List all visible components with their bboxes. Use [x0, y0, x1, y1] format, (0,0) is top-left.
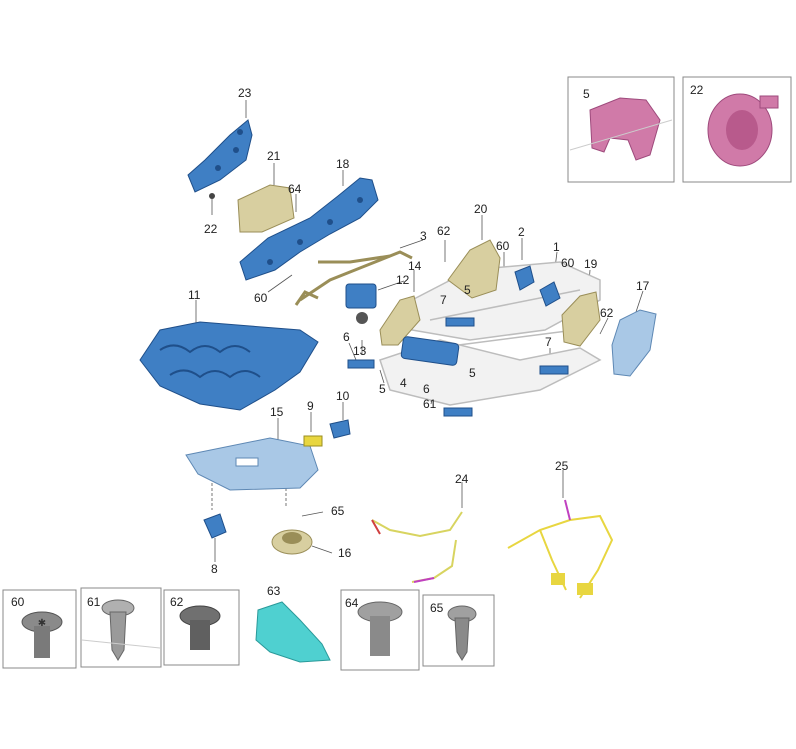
- part-12-motor: [345, 283, 377, 324]
- part-11-cushion-mat: [139, 321, 319, 411]
- callout-7-a: 7: [440, 293, 447, 307]
- part-3-wire-frame: [294, 250, 413, 306]
- callout-9: 9: [307, 399, 314, 413]
- part-8-bracket: [203, 513, 227, 539]
- screw-label-61: 61: [87, 595, 101, 609]
- part-23-side-trim: [187, 119, 253, 193]
- part-24-wire-harness: [371, 511, 463, 583]
- callout-18: 18: [336, 157, 350, 171]
- callout-20: 20: [474, 202, 488, 216]
- callout-5-c: 5: [469, 366, 476, 380]
- callout-11: 11: [188, 288, 201, 302]
- part-4-adjuster: [400, 336, 460, 366]
- part-6-slide-bottom: [443, 407, 473, 417]
- callout-60-b: 60: [496, 239, 510, 253]
- part-18-side-shield: [239, 177, 379, 281]
- callout-3: 3: [420, 229, 427, 243]
- callout-60-c: 60: [561, 256, 575, 270]
- callout-4: 4: [400, 376, 407, 390]
- part-25-wire-harness: [507, 499, 614, 599]
- callout-23: 23: [238, 86, 252, 100]
- callout-8: 8: [211, 562, 218, 576]
- callout-13: 13: [353, 344, 367, 358]
- callout-61: 61: [423, 397, 437, 411]
- screw-label-64: 64: [345, 596, 359, 610]
- screw-label-63: 63: [267, 584, 281, 598]
- callout-7-b: 7: [545, 335, 552, 349]
- callout-24: 24: [455, 472, 469, 486]
- callout-62-a: 62: [437, 224, 451, 238]
- callout-17: 17: [636, 279, 650, 293]
- callout-6-a: 6: [343, 330, 350, 344]
- part-7-slide-top: [445, 317, 475, 327]
- screw-inset-61: [80, 587, 162, 668]
- callout-21: 21: [267, 149, 281, 163]
- part-20-recliner: [447, 239, 501, 299]
- callout-64: 64: [288, 182, 302, 196]
- part-2-bracket: [514, 265, 535, 291]
- callout-1: 1: [553, 240, 560, 254]
- screw-label-65: 65: [430, 601, 444, 615]
- part-17-side-cover: [611, 309, 657, 377]
- part-16-motor: [271, 529, 313, 555]
- callout-5-a: 5: [464, 283, 471, 297]
- inset-5-bracket-clip: [567, 76, 675, 183]
- callout-19: 19: [584, 257, 598, 271]
- callout-12: 12: [396, 273, 410, 287]
- callout-5-b: 5: [379, 382, 386, 396]
- callout-25: 25: [555, 459, 569, 473]
- inset-label-22: 22: [690, 83, 704, 97]
- inset-22-round-clip: [682, 76, 792, 183]
- part-22-clip-small: [209, 193, 215, 199]
- callout-14: 14: [408, 259, 422, 273]
- part-7-slide-right: [539, 365, 569, 375]
- part-21-cover-panel: [237, 184, 295, 233]
- part-19-recliner: [561, 291, 601, 347]
- part-14-bracket: [379, 295, 421, 346]
- callout-10: 10: [336, 389, 350, 403]
- inset-label-5: 5: [583, 87, 590, 101]
- part-9-switch: [303, 435, 323, 447]
- part-15-base-plate: [185, 437, 319, 491]
- screw-inset-62: [163, 589, 240, 666]
- callout-15: 15: [270, 405, 284, 419]
- callout-65: 65: [331, 504, 345, 518]
- part-10-clip: [329, 419, 351, 439]
- callout-62-b: 62: [600, 306, 614, 320]
- screw-inset-65: [422, 594, 495, 667]
- part-1-bracket: [539, 281, 561, 307]
- callout-6-b: 6: [423, 382, 430, 396]
- leader-lines: [195, 100, 644, 562]
- callout-2: 2: [518, 225, 525, 239]
- part-6-slide-left: [347, 359, 375, 369]
- screw-inset-63: [255, 601, 331, 663]
- screw-inset-60: ✱: [2, 589, 77, 669]
- callout-16: 16: [338, 546, 352, 560]
- screw-inset-64: [340, 589, 420, 671]
- screw-label-60: 60: [11, 595, 25, 609]
- screw-label-62: 62: [170, 595, 184, 609]
- callout-22: 22: [204, 222, 218, 236]
- svg-text:✱: ✱: [38, 618, 46, 629]
- callout-60-a: 60: [254, 291, 268, 305]
